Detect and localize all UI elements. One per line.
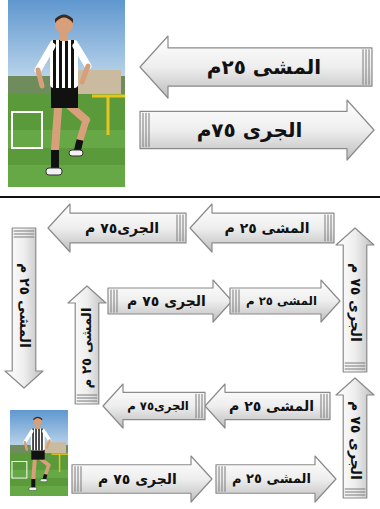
arrow-outline <box>103 384 205 428</box>
arrow-outline <box>336 378 374 498</box>
arrow-label: المشى ٢٥ م <box>16 263 33 348</box>
tail-stripe <box>77 395 98 396</box>
referee-photo <box>10 410 68 496</box>
arrow-outline <box>48 204 186 252</box>
arrow-outline <box>230 280 340 322</box>
tail-stripe <box>325 215 326 242</box>
tail-stripe <box>345 363 366 364</box>
arrow-box: الجرى ٧٥ م <box>336 228 374 372</box>
tail-stripe <box>202 394 203 418</box>
tail-stripe <box>366 49 367 84</box>
arrow-box: الجرى ٧٥ م <box>72 456 212 502</box>
tail-stripe <box>143 113 144 147</box>
tail-stripe <box>331 215 332 242</box>
arrow-outline <box>216 456 336 502</box>
tail-stripe <box>324 394 325 418</box>
arrow-label: الجرى ٧٥ م <box>127 293 206 310</box>
tail-stripe <box>77 398 98 399</box>
arrow-label: الجرى٧٥ م <box>127 399 189 413</box>
arrow-box: الجرى٧٥ م <box>48 204 186 252</box>
arrow-outline <box>68 286 106 404</box>
tail-stripe <box>219 466 220 492</box>
arrow-label: المشى ٢٥ م <box>246 294 317 308</box>
tail-stripe <box>345 495 366 496</box>
tail-stripe <box>114 289 115 312</box>
tail-stripe <box>81 466 82 492</box>
tail-stripe <box>328 215 329 242</box>
arrow-outline <box>140 100 374 160</box>
divider <box>0 196 380 198</box>
tail-stripe <box>14 234 35 235</box>
arrow-box: الجرى٧٥ م <box>103 384 205 428</box>
arrow-label: المشى ٢٥م <box>207 55 321 79</box>
arrow-outline <box>5 228 43 388</box>
referee-figure <box>10 410 68 496</box>
arrow-label: الجرى ٧٥ م <box>98 471 177 488</box>
tail-stripe <box>146 113 147 147</box>
arrow-label: المشى ٢٥ م <box>225 220 310 237</box>
tail-stripe <box>199 394 200 418</box>
tail-stripe <box>321 394 322 418</box>
arrow-label: المشى ٢٥ م <box>232 471 311 487</box>
tail-stripe <box>196 394 197 418</box>
tail-stripe <box>345 492 366 493</box>
tail-stripe <box>149 113 150 147</box>
arrow-outline <box>205 384 330 428</box>
arrow-label: المشى ٢٥ م <box>79 307 95 388</box>
tail-stripe <box>111 289 112 312</box>
tail-stripe <box>78 466 79 492</box>
tail-stripe <box>345 366 366 367</box>
tail-stripe <box>369 49 370 84</box>
arrow-box: المشى ٢٥ م <box>230 280 340 322</box>
arrow-box: الجرى ٧٥ م <box>336 378 374 498</box>
tail-stripe <box>117 289 118 312</box>
tail-stripe <box>14 231 35 232</box>
arrow-box: المشى ٢٥ م <box>5 228 43 388</box>
arrow-outline <box>336 228 374 372</box>
tail-stripe <box>327 394 328 418</box>
arrow-outline <box>108 280 232 322</box>
tail-stripe <box>75 466 76 492</box>
tail-stripe <box>177 215 178 242</box>
arrow-box: المشى ٢٥ م <box>68 286 106 404</box>
arrow-label: الجرى ٧٥ م <box>347 401 364 480</box>
referee-photo <box>8 0 125 187</box>
tail-stripe <box>239 289 240 312</box>
tail-stripe <box>345 369 366 370</box>
tail-stripe <box>363 49 364 84</box>
arrow-box: الجرى ٧٥ م <box>108 280 232 322</box>
arrow-label: المشى ٢٥ م <box>229 398 314 415</box>
arrow-outline <box>140 36 372 98</box>
separator-line <box>0 194 380 200</box>
arrow-outline <box>72 456 212 502</box>
arrow-box: المشى ٢٥ م <box>190 204 334 252</box>
arrow-label: الجرى٧٥ م <box>85 220 159 237</box>
arrow-label: الجرى ٧٥ م <box>347 263 364 342</box>
arrow-box: الجرى ٧٥م <box>140 100 374 160</box>
referee-figure <box>8 0 125 187</box>
arrow-outline <box>190 204 334 252</box>
arrow-label: الجرى ٧٥م <box>197 118 303 142</box>
tail-stripe <box>225 466 226 492</box>
arrow-box: المشى ٢٥ م <box>205 384 330 428</box>
tail-stripe <box>14 237 35 238</box>
tail-stripe <box>180 215 181 242</box>
tail-stripe <box>183 215 184 242</box>
arrow-box: المشى ٢٥ م <box>216 456 336 502</box>
tail-stripe <box>77 401 98 402</box>
tail-stripe <box>233 289 234 312</box>
tail-stripe <box>236 289 237 312</box>
tail-stripe <box>222 466 223 492</box>
arrow-box: المشى ٢٥م <box>140 36 372 98</box>
tail-stripe <box>345 489 366 490</box>
